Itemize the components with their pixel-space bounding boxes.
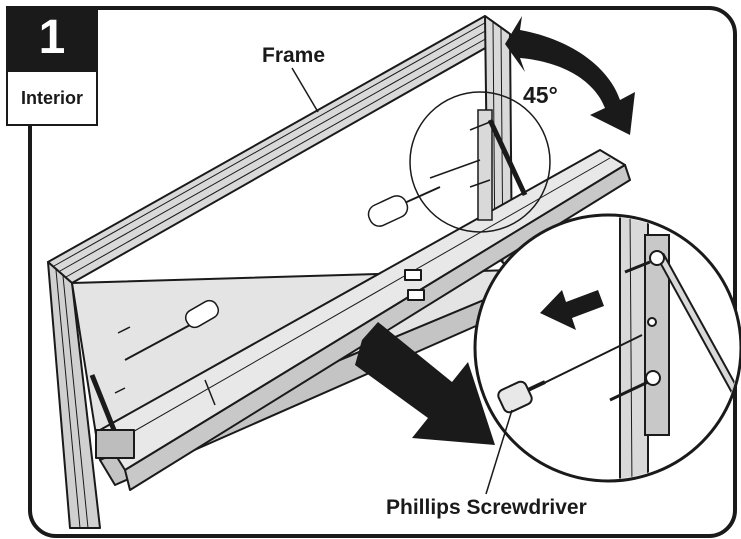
hinge-callout-circle (409, 91, 551, 233)
screwdriver-icon (124, 299, 220, 361)
screwdriver-leader-line (485, 409, 513, 495)
step-number: 1 (6, 6, 98, 70)
magnified-hinge (497, 217, 739, 479)
diagram-border (28, 6, 737, 538)
screwdriver-label: Phillips Screwdriver (386, 496, 587, 519)
curved-double-arrow-icon (505, 16, 635, 135)
angle-label: 45° (523, 82, 558, 108)
frame-leader-line (291, 67, 319, 113)
step-badge: 1 Interior (6, 6, 98, 126)
magnified-detail-circle (473, 213, 741, 483)
upper-hinge (429, 109, 528, 221)
screwdriver-icon (367, 186, 441, 227)
screw-icon (114, 326, 131, 394)
left-arrow-icon (540, 290, 604, 330)
frame-label: Frame (262, 44, 326, 67)
step-location: Interior (6, 70, 98, 126)
large-arrow-icon (355, 322, 495, 445)
